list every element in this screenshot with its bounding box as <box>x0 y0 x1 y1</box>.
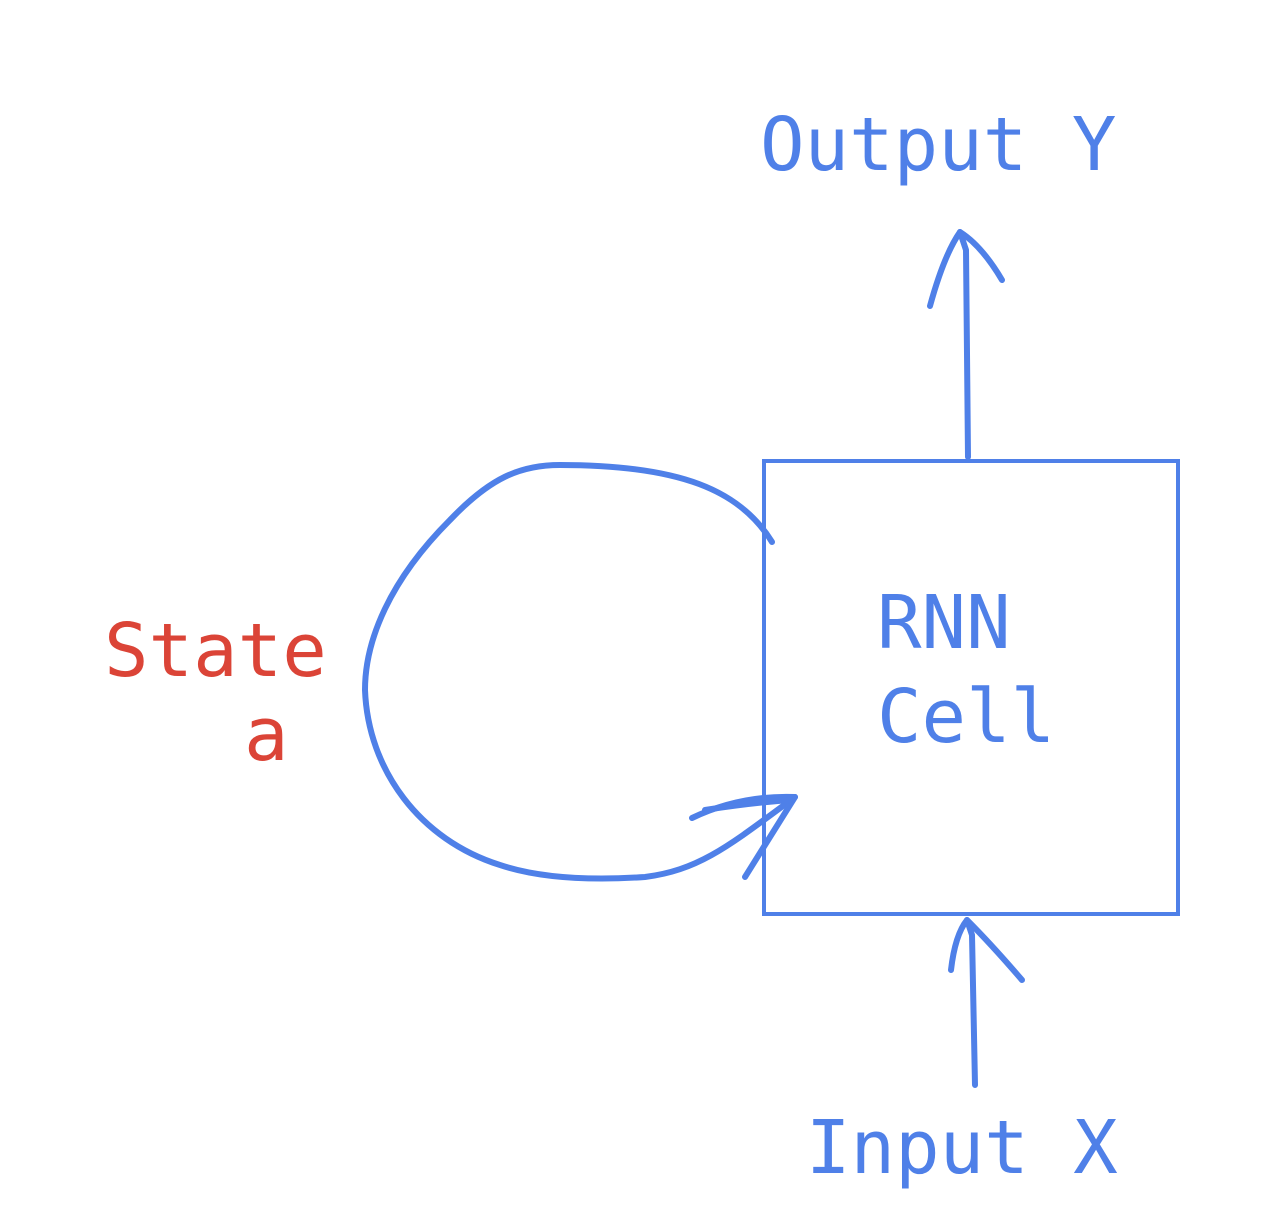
rnn-cell-box <box>762 459 1180 916</box>
state-loop-arrow <box>362 462 798 882</box>
state-label-line1: State <box>104 608 327 694</box>
output-arrow-shaft <box>957 229 971 460</box>
output-label: Output Y <box>760 102 1116 188</box>
state-label-line2: a <box>244 692 289 778</box>
state-loop-arrow-head-inner <box>702 797 793 813</box>
input-label: Input X <box>806 1105 1118 1191</box>
input-arrow <box>948 917 1025 1088</box>
state-loop-curve <box>362 462 798 882</box>
cell-label-line2: Cell <box>877 674 1055 760</box>
output-arrow <box>927 229 1005 460</box>
cell-label-line1: RNN <box>877 580 1011 666</box>
output-arrow-head <box>927 229 1005 309</box>
input-arrow-head <box>948 917 1025 983</box>
input-arrow-shaft <box>964 917 978 1088</box>
